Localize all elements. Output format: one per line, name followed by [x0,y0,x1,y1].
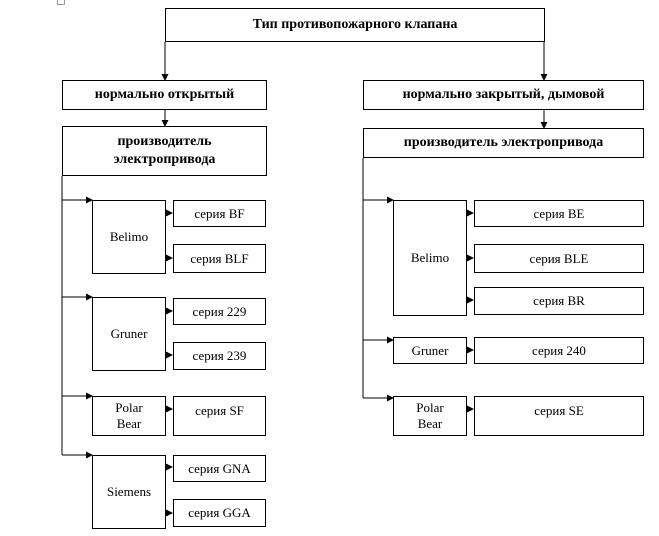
right-manufacturer-gruner: Gruner [393,337,467,364]
series-box: серия BR [474,287,644,315]
series-box: серия GGA [173,499,266,527]
series-box: серия SF [173,396,266,436]
series-box: серия 240 [474,337,644,364]
series-label: серия 239 [192,348,247,363]
series-label: серия BE [533,205,585,221]
series-label: серия 240 [532,342,586,358]
series-box: серия BF [173,200,266,227]
series-label: серия GNA [188,460,251,476]
left-manufacturer-polarbear: Polar Bear [92,396,166,436]
series-label: серия BR [533,293,585,308]
series-label: серия SE [534,403,584,418]
right-type-label: нормально закрытый, дымовой [402,87,605,102]
right-manufacturer-header: производитель электропривода [403,135,604,150]
manufacturer-name: Gruner [411,342,449,358]
series-label: серия 229 [192,303,247,319]
series-box: серия GNA [173,455,266,482]
series-box: серия SE [474,396,644,436]
left-manufacturer-header: производитель электропривода [113,134,216,167]
series-box: серия 239 [173,342,266,370]
right-type-box: нормально закрытый, дымовой [363,80,644,110]
root-title-box: Тип противопожарного клапана [165,8,545,42]
manufacturer-name: Gruner [110,326,148,341]
manufacturer-name: Polar Bear [115,400,143,431]
left-manufacturer-header-box: производитель электропривода [62,126,267,176]
left-manufacturer-siemens: Siemens [92,455,166,529]
right-manufacturer-belimo: Belimo [393,200,467,316]
series-label: серия BLE [529,250,589,266]
series-box: серия BLE [474,244,644,273]
page-corner-mark [57,0,65,5]
manufacturer-name: Polar Bear [416,400,444,431]
left-manufacturer-gruner: Gruner [92,297,166,371]
manufacturer-name: Belimo [109,229,149,244]
root-title: Тип противопожарного клапана [252,17,458,32]
series-box: серия BE [474,200,644,227]
right-manufacturer-header-box: производитель электропривода [363,128,644,158]
manufacturer-name: Belimo [410,250,450,265]
series-box: серия BLF [173,244,266,273]
manufacturer-name: Siemens [106,484,152,499]
series-label: серия BLF [190,250,249,266]
left-type-box: нормально открытый [62,80,267,110]
left-type-label: нормально открытый [94,87,235,102]
left-manufacturer-belimo: Belimo [92,200,166,274]
series-label: серия BF [194,205,245,221]
right-manufacturer-polarbear: Polar Bear [393,396,467,436]
series-box: серия 229 [173,298,266,325]
series-label: серия SF [195,403,244,418]
series-label: серия GGA [188,505,251,520]
